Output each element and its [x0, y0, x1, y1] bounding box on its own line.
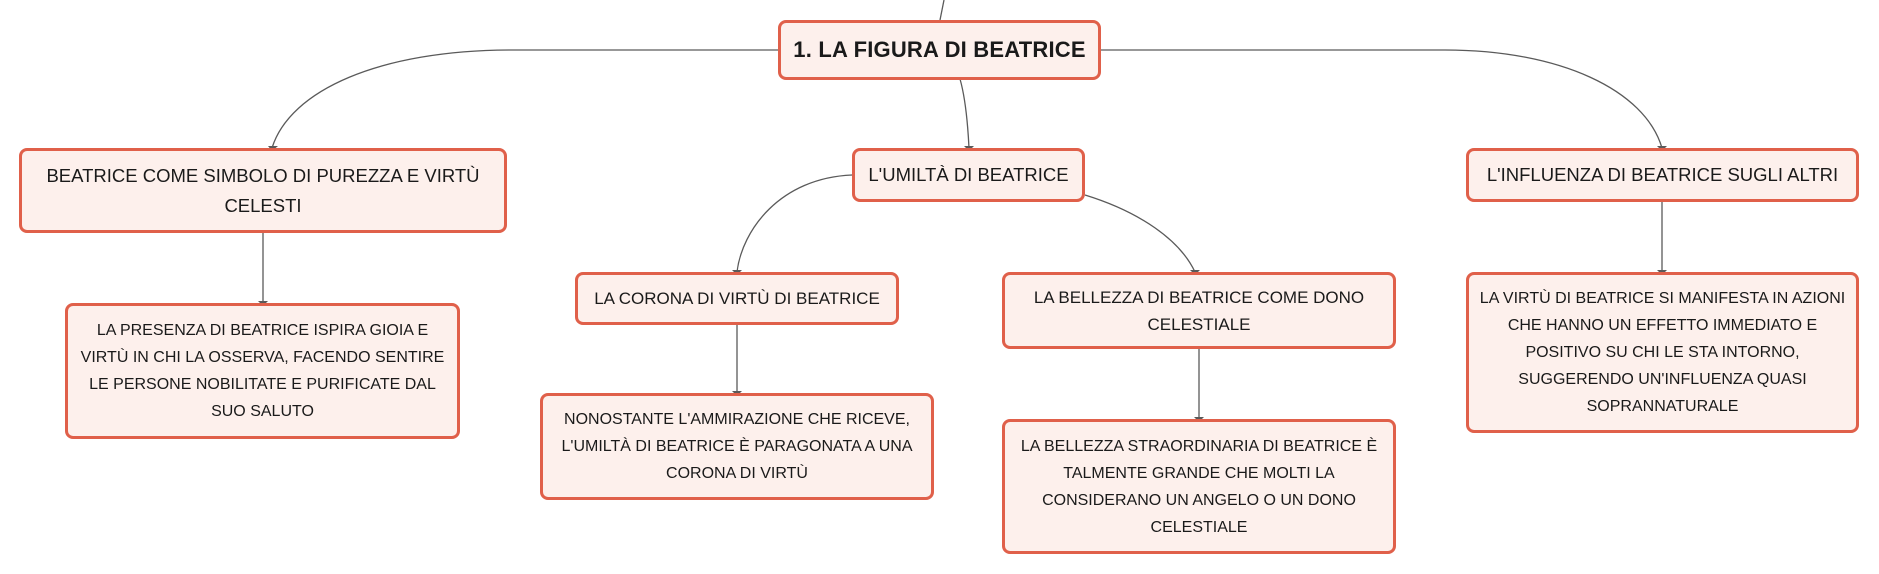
connector-central-to-umilta — [959, 78, 970, 149]
topic-purezza-label: BEATRICE COME SIMBOLO DI PUREZZA E VIRTÙ… — [46, 164, 480, 216]
detail-nonostante-label: NONOSTANTE L'AMMIRAZIONE CHE RICEVE, L'U… — [561, 411, 913, 482]
detail-straordinaria[interactable]: LA BELLEZZA STRAORDINARIA DI BEATRICE È … — [1002, 419, 1396, 554]
subtopic-corona[interactable]: LA CORONA DI VIRTÙ DI BEATRICE — [575, 272, 899, 325]
connector-umilta-to-bellezza — [1084, 194, 1196, 273]
subtopic-presenza-label: LA PRESENZA DI BEATRICE ISPIRA GIOIA E V… — [80, 322, 445, 420]
subtopic-corona-label: LA CORONA DI VIRTÙ DI BEATRICE — [594, 289, 880, 308]
central-topic-label: 1. LA FIGURA DI BEATRICE — [793, 37, 1086, 62]
topic-influenza-label: L'INFLUENZA DI BEATRICE SUGLI ALTRI — [1486, 164, 1839, 185]
topic-influenza[interactable]: L'INFLUENZA DI BEATRICE SUGLI ALTRI — [1466, 148, 1859, 202]
subtopic-bellezza-label: LA BELLEZZA DI BEATRICE COME DONO CELEST… — [1033, 287, 1365, 334]
connector-parent-to-central — [939, 0, 945, 21]
topic-purezza[interactable]: BEATRICE COME SIMBOLO DI PUREZZA E VIRTÙ… — [19, 148, 507, 233]
detail-nonostante[interactable]: NONOSTANTE L'AMMIRAZIONE CHE RICEVE, L'U… — [540, 393, 934, 500]
subtopic-bellezza[interactable]: LA BELLEZZA DI BEATRICE COME DONO CELEST… — [1002, 272, 1396, 349]
detail-straordinaria-label: LA BELLEZZA STRAORDINARIA DI BEATRICE È … — [1020, 437, 1378, 536]
connector-central-to-influenza — [1100, 49, 1663, 149]
topic-umilta[interactable]: L'UMILTÀ DI BEATRICE — [852, 148, 1085, 202]
subtopic-virtu-label: LA VIRTÙ DI BEATRICE SI MANIFESTA IN AZI… — [1479, 290, 1846, 415]
subtopic-presenza[interactable]: LA PRESENZA DI BEATRICE ISPIRA GIOIA E V… — [65, 303, 460, 439]
topic-umilta-label: L'UMILTÀ DI BEATRICE — [868, 164, 1069, 185]
connector-central-to-purezza — [271, 49, 780, 149]
central-topic[interactable]: 1. LA FIGURA DI BEATRICE — [778, 20, 1101, 80]
connector-umilta-to-corona — [736, 174, 853, 273]
subtopic-virtu[interactable]: LA VIRTÙ DI BEATRICE SI MANIFESTA IN AZI… — [1466, 272, 1859, 433]
